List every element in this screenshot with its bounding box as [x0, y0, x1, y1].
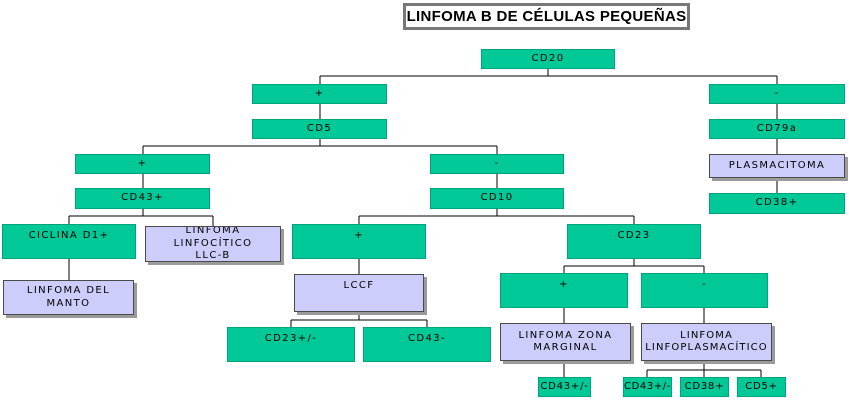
node-cd43-plus-minus-linfoplasma: CD43+/-	[623, 377, 672, 397]
node-cd5-plus: CD5+	[737, 377, 786, 397]
node-cd43-plus-minus-zona: CD43+/-	[538, 377, 591, 397]
node-plus-cd10: +	[292, 224, 426, 259]
node-cd79a: CD79a	[709, 119, 845, 139]
node-cd38-plus-linfoplasma: CD38+	[680, 377, 729, 397]
node-cd38-plus-plasmacitoma: CD38+	[709, 193, 845, 214]
node-minus-cd23: -	[641, 273, 768, 308]
node-plus-cd5: +	[75, 154, 210, 174]
node-plus-cd20: +	[252, 84, 387, 104]
node-plus-cd23: +	[500, 273, 628, 308]
node-cd43-plus: CD43+	[75, 188, 210, 209]
node-minus-cd20: -	[709, 84, 845, 104]
node-cd5: CD5	[252, 119, 387, 139]
node-cd43-minus: CD43-	[363, 327, 491, 362]
node-cd23-plus-minus: CD23+/-	[227, 327, 355, 362]
node-cd20: CD20	[481, 49, 615, 69]
node-linfoma-linfocitico: LINFOMA LINFOCÍTICO LLC-B	[145, 226, 281, 262]
node-ciclina-d1: CICLINA D1+	[2, 224, 136, 259]
node-plasmacitoma: PLASMACITOMA	[709, 154, 845, 178]
node-minus-cd5: -	[430, 154, 564, 174]
diagram-title: LINFOMA B DE CÉLULAS PEQUEÑAS	[403, 3, 690, 30]
node-linfoma-zona-marginal: LINFOMA ZONA MARGINAL	[500, 323, 631, 361]
node-cd23: CD23	[567, 224, 701, 259]
node-linfoma-linfoplasmacitico: LINFOMA LINFOPLASMACÍTICO	[641, 323, 772, 361]
node-linfoma-manto: LINFOMA DEL MANTO	[3, 280, 134, 315]
node-cd10: CD10	[430, 188, 564, 209]
node-lccf: LCCF	[294, 274, 424, 312]
